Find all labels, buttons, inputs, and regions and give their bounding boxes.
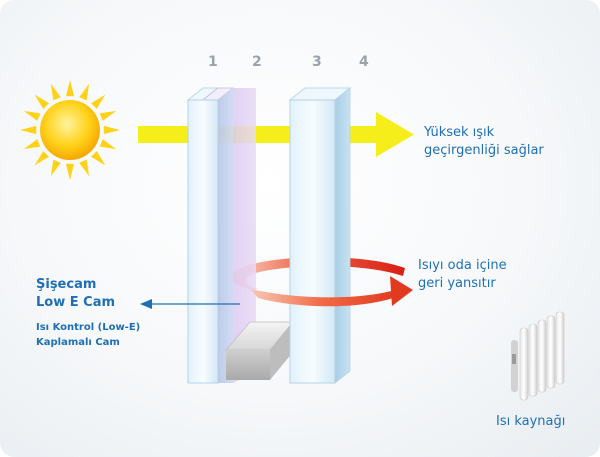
sun-ray — [20, 125, 37, 135]
heat-source-label: Isı kaynağı — [496, 414, 566, 429]
sun-ray — [34, 94, 50, 110]
inner-glass-pane — [288, 87, 352, 384]
sun-ray — [50, 159, 61, 177]
sun-ray — [23, 110, 41, 121]
pane-number-4: 4 — [359, 54, 369, 70]
sun-ray — [99, 110, 117, 121]
pane-number-2: 2 — [252, 54, 262, 70]
brand-label: Şişecam Low E Cam — [36, 277, 116, 310]
pane-number-3: 3 — [312, 54, 322, 70]
sun-ray — [79, 159, 90, 177]
sun-ray — [34, 150, 50, 166]
sun-ray — [99, 139, 117, 150]
heat-arrow-back — [231, 257, 405, 289]
sun-icon — [20, 80, 120, 180]
light-transmission-label: Yüksek ışık geçirgenliği sağlar — [424, 125, 544, 158]
outer-glass-pane — [186, 87, 256, 384]
sun-ray — [90, 94, 106, 110]
pointer-arrow — [140, 299, 240, 309]
pane-number-1: 1 — [208, 54, 218, 70]
sun-ray — [50, 83, 61, 101]
sun-ray — [23, 139, 41, 150]
sun-ray — [65, 80, 75, 97]
coating-label: Isı Kontrol (Low-E) Kaplamalı Cam — [36, 322, 141, 348]
sun-ray — [90, 150, 106, 166]
heat-arrow — [250, 276, 413, 307]
light-arrow — [138, 112, 414, 157]
sun-ray — [65, 163, 75, 180]
radiator-icon — [511, 311, 565, 401]
spacer-bar — [225, 321, 294, 380]
heat-reflection-label: Isıyı oda içine geri yansıtır — [418, 258, 507, 291]
sun-ray — [103, 125, 120, 135]
sun-ray — [79, 83, 90, 101]
